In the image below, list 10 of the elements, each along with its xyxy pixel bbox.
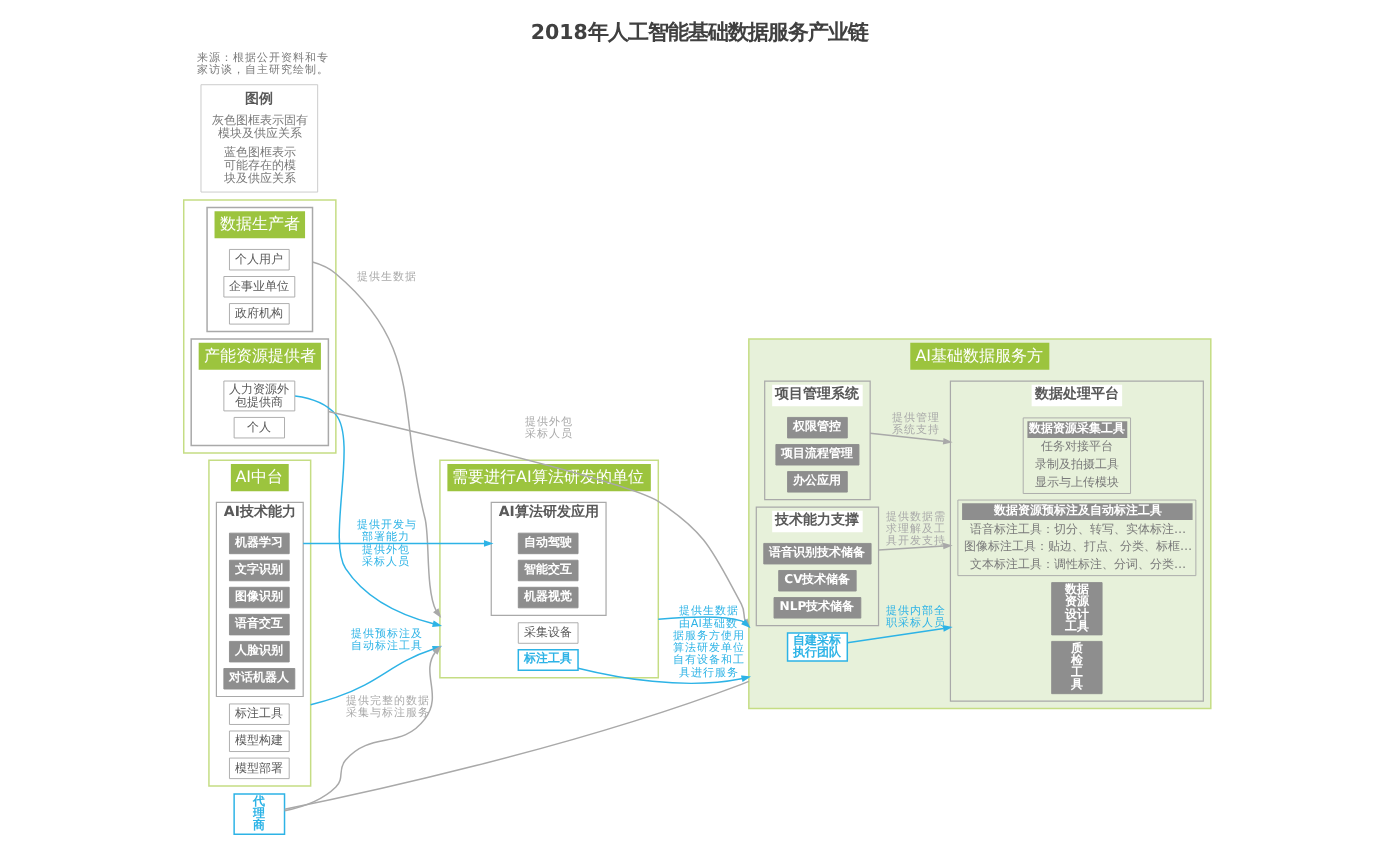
arrow — [576, 667, 751, 685]
arrow — [293, 395, 442, 627]
arrow — [845, 625, 952, 644]
arrow — [301, 540, 493, 547]
arrow — [868, 432, 952, 445]
connector — [282, 680, 749, 811]
diagram-title: 2018年人工智能基础数据服务产业链 — [529, 21, 867, 46]
arrow — [310, 261, 441, 619]
cluster — [182, 199, 336, 454]
arrow — [876, 542, 952, 551]
